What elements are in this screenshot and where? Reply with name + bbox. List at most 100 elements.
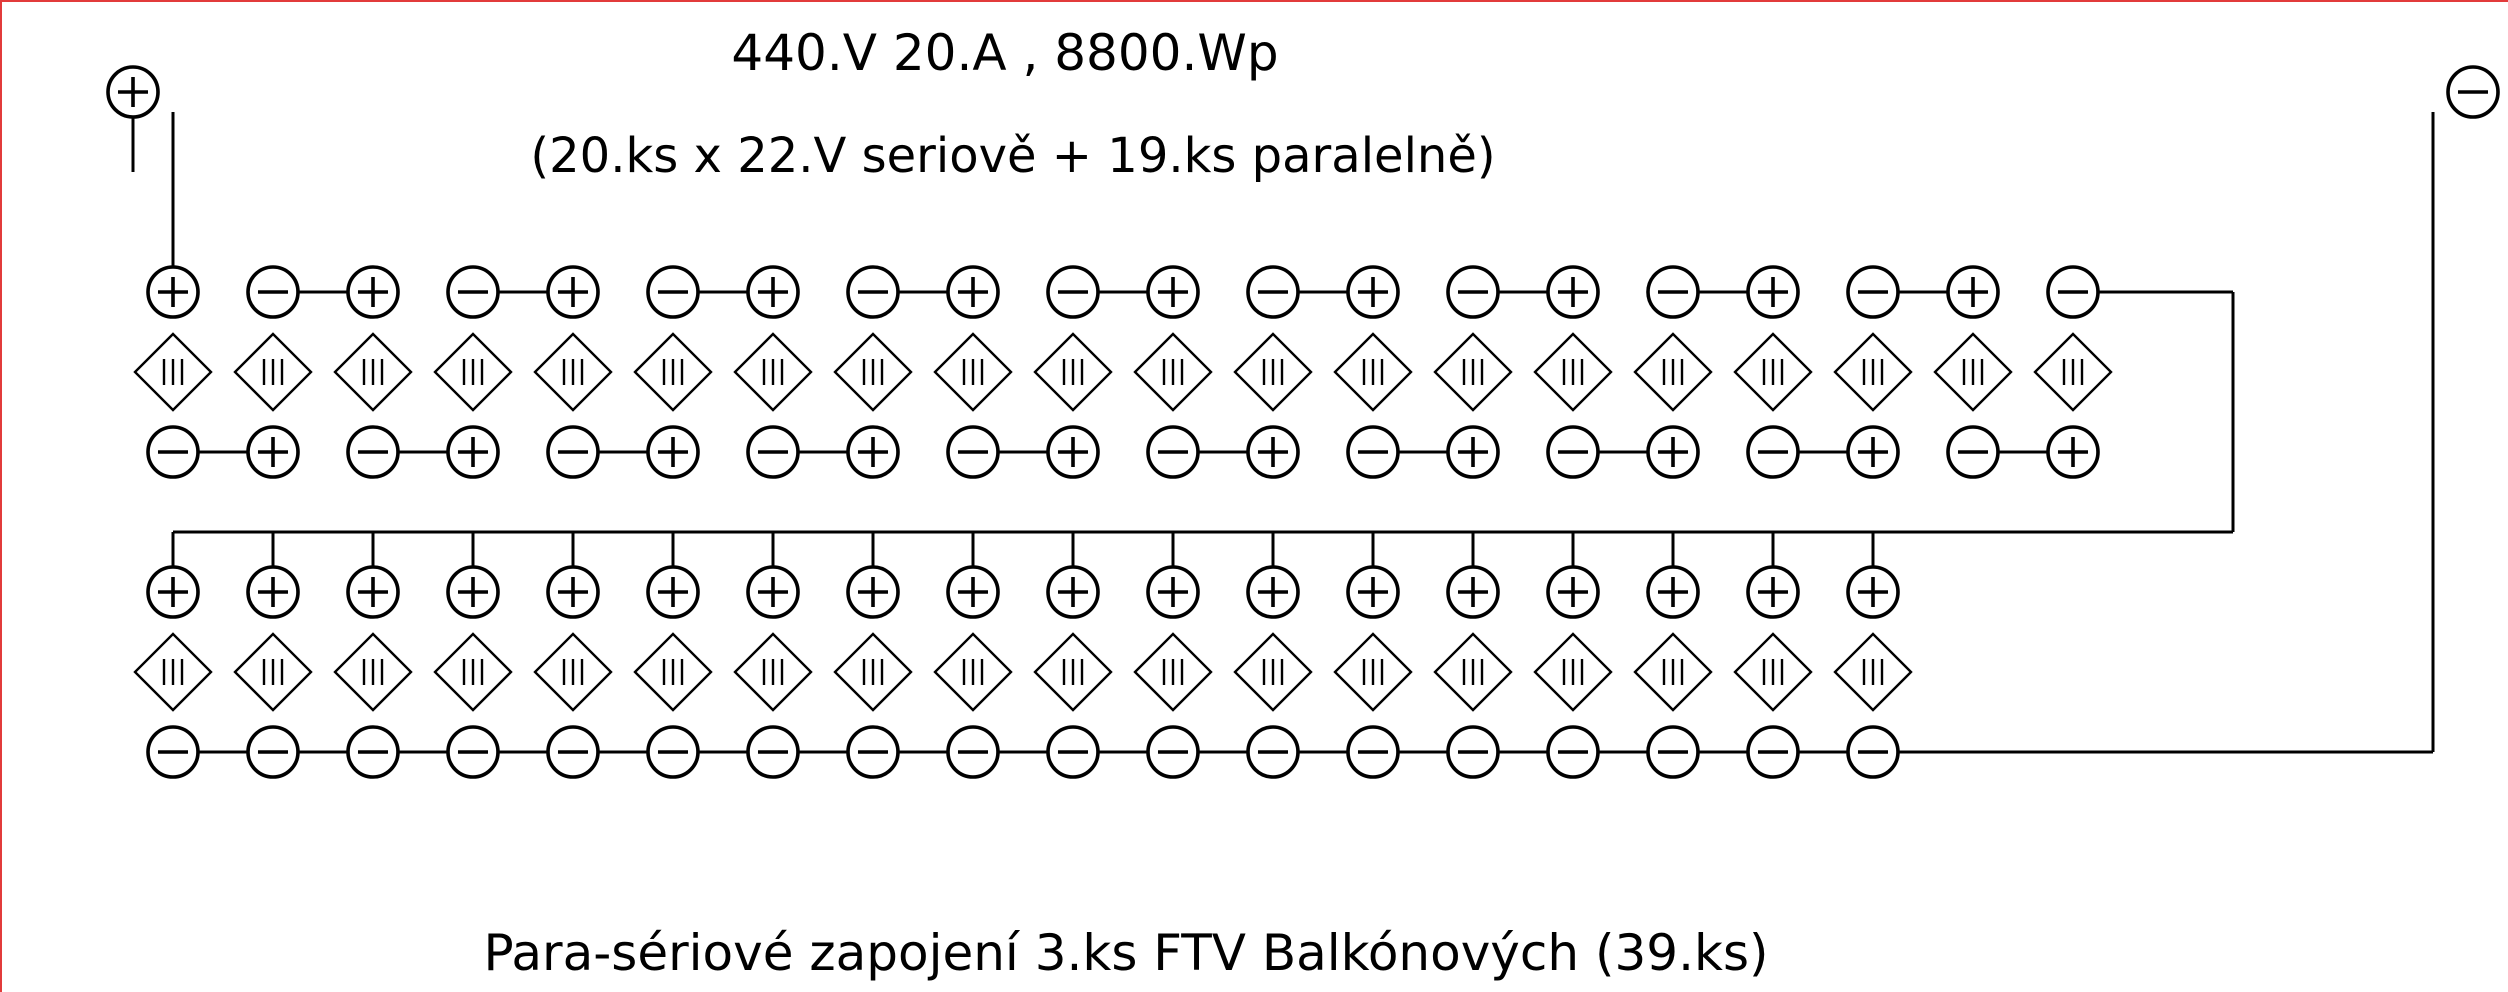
upper-bottom-terminal (746, 425, 800, 479)
lower-bottom-terminal (1146, 725, 1200, 779)
upper-panel (1033, 332, 1113, 412)
upper-top-terminal (1446, 265, 1500, 319)
lower-panel (133, 632, 213, 712)
upper-panel (533, 332, 613, 412)
lower-bottom-terminal (1846, 725, 1900, 779)
lower-panel (433, 632, 513, 712)
upper-top-terminal (1146, 265, 1200, 319)
upper-bottom-terminal (546, 425, 600, 479)
upper-panel (933, 332, 1013, 412)
upper-bottom-terminal (1946, 425, 2000, 479)
lower-top-terminal (1246, 565, 1300, 619)
upper-top-terminal (446, 265, 500, 319)
main-positive-terminal (106, 65, 160, 119)
upper-top-terminal (1346, 265, 1400, 319)
upper-top-terminal (1746, 265, 1800, 319)
lower-panel (833, 632, 913, 712)
lower-bottom-terminal (746, 725, 800, 779)
lower-bottom-terminal (346, 725, 400, 779)
upper-top-terminal (346, 265, 400, 319)
lower-panel (633, 632, 713, 712)
upper-top-terminal (246, 265, 300, 319)
upper-panel (2033, 332, 2113, 412)
upper-panel (133, 332, 213, 412)
lower-bottom-terminal (946, 725, 1000, 779)
lower-bottom-terminal (1346, 725, 1400, 779)
lower-bottom-terminal (1546, 725, 1600, 779)
lower-top-terminal (1346, 565, 1400, 619)
upper-bottom-terminal (1546, 425, 1600, 479)
lower-top-terminal (846, 565, 900, 619)
lower-panel (933, 632, 1013, 712)
upper-panel (1733, 332, 1813, 412)
upper-bottom-terminal (1646, 425, 1700, 479)
upper-panel (833, 332, 913, 412)
upper-top-terminal (746, 265, 800, 319)
lower-top-terminal (1446, 565, 1500, 619)
lower-bottom-terminal (846, 725, 900, 779)
upper-bottom-terminal (2046, 425, 2100, 479)
lower-top-terminal (1046, 565, 1100, 619)
upper-bottom-terminal (1746, 425, 1800, 479)
lower-top-terminal (1146, 565, 1200, 619)
lower-top-terminal (1746, 565, 1800, 619)
lower-panel (1133, 632, 1213, 712)
lower-bottom-terminal (1046, 725, 1100, 779)
upper-top-terminal (1046, 265, 1100, 319)
lower-panel (1033, 632, 1113, 712)
upper-top-terminal (1846, 265, 1900, 319)
panels (133, 332, 2113, 712)
upper-top-terminal (1946, 265, 2000, 319)
upper-bottom-terminal (146, 425, 200, 479)
upper-bottom-terminal (1146, 425, 1200, 479)
diagram-title: 440.V 20.A , 8800.Wp (731, 24, 1278, 82)
lower-panel (1833, 632, 1913, 712)
upper-bottom-terminal (346, 425, 400, 479)
lower-top-terminal (946, 565, 1000, 619)
upper-panel (1933, 332, 2013, 412)
lower-bottom-terminal (1246, 725, 1300, 779)
lower-top-terminal (1546, 565, 1600, 619)
lower-bottom-terminal (1646, 725, 1700, 779)
upper-panel (1433, 332, 1513, 412)
lower-top-terminal (546, 565, 600, 619)
upper-bottom-terminal (1446, 425, 1500, 479)
lower-panel (733, 632, 813, 712)
upper-panel (1233, 332, 1313, 412)
lower-bottom-terminal (1446, 725, 1500, 779)
lower-top-terminal (646, 565, 700, 619)
lower-top-terminal (446, 565, 500, 619)
upper-top-terminal (846, 265, 900, 319)
upper-panel (1133, 332, 1213, 412)
upper-top-terminal (146, 265, 200, 319)
upper-bottom-terminal (946, 425, 1000, 479)
upper-top-terminal (1646, 265, 1700, 319)
upper-bottom-terminal (446, 425, 500, 479)
upper-bottom-terminal (246, 425, 300, 479)
lower-bottom-terminal (546, 725, 600, 779)
upper-top-terminal (646, 265, 700, 319)
lower-panel (533, 632, 613, 712)
lower-bottom-terminal (246, 725, 300, 779)
upper-top-terminal (946, 265, 1000, 319)
lower-panel (233, 632, 313, 712)
lower-bottom-terminal (146, 725, 200, 779)
upper-panel (733, 332, 813, 412)
terminal-symbols (106, 65, 2500, 779)
lower-panel (1733, 632, 1813, 712)
upper-panel (1333, 332, 1413, 412)
lower-panel (1433, 632, 1513, 712)
upper-panel (1833, 332, 1913, 412)
upper-bottom-terminal (1846, 425, 1900, 479)
upper-panel (633, 332, 713, 412)
lower-bottom-terminal (1746, 725, 1800, 779)
lower-top-terminal (1846, 565, 1900, 619)
lower-bottom-terminal (646, 725, 700, 779)
main-negative-terminal (2446, 65, 2500, 119)
upper-bottom-terminal (1346, 425, 1400, 479)
upper-panel (1633, 332, 1713, 412)
upper-bottom-terminal (646, 425, 700, 479)
upper-panel (433, 332, 513, 412)
upper-top-terminal (2046, 265, 2100, 319)
upper-panel (1533, 332, 1613, 412)
